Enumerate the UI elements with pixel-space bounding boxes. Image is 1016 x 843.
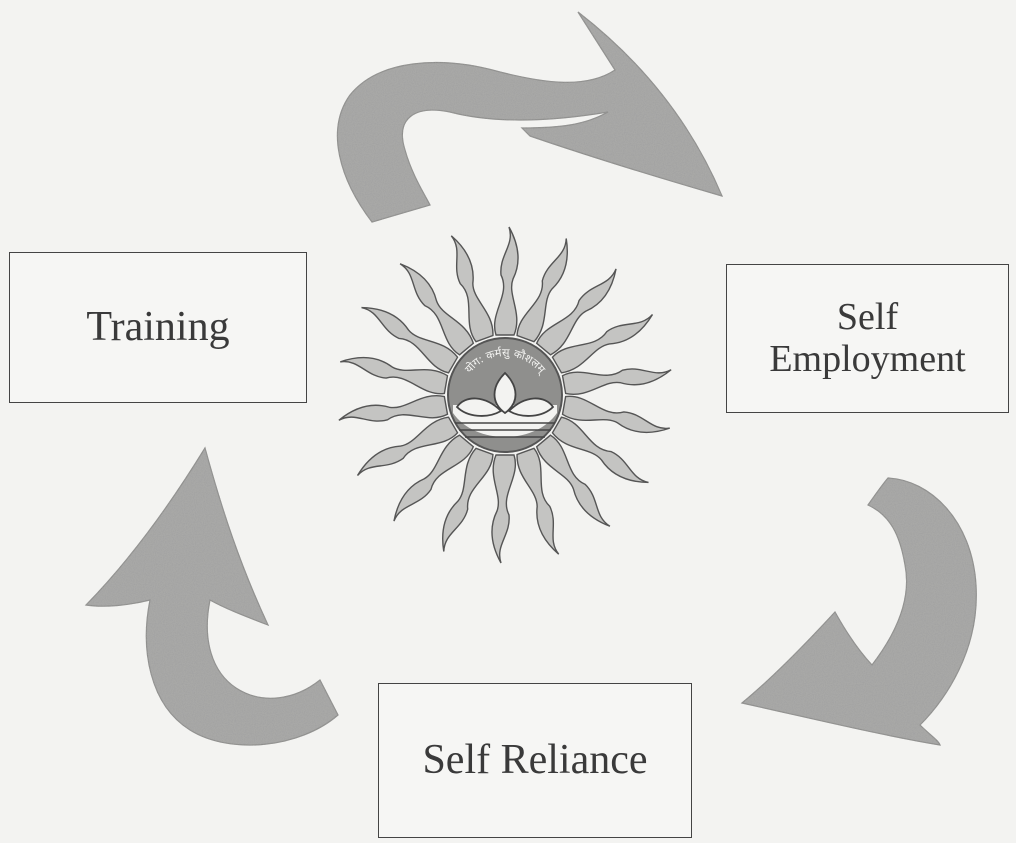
- arrow-reliance-to-training: [84, 446, 339, 746]
- sun-ray: [561, 395, 670, 433]
- sun-ray: [551, 313, 654, 374]
- sun-ray: [361, 306, 459, 374]
- sun-ray: [393, 434, 475, 522]
- sun-ray: [356, 416, 459, 477]
- sun-ray: [516, 238, 568, 343]
- sun-ray: [516, 447, 560, 555]
- self-employment-label-line-2: Employment: [769, 337, 966, 380]
- sun-ray: [493, 226, 519, 336]
- self-employment-box: Self Employment: [726, 264, 1009, 413]
- sun-ray: [535, 434, 611, 527]
- sun-ray: [340, 357, 449, 395]
- sun-ray: [551, 416, 649, 484]
- arrow-employment-to-reliance: [740, 477, 977, 746]
- training-box: Training: [9, 252, 307, 403]
- self-reliance-label: Self Reliance: [422, 736, 648, 783]
- sun-ray: [450, 235, 494, 343]
- sun-ray: [338, 394, 449, 422]
- sun-ray: [535, 268, 617, 356]
- sun-ray: [561, 368, 672, 396]
- sun-ray: [491, 454, 517, 564]
- sun-ray: [399, 263, 475, 356]
- sun-lotus-emblem-icon: योग: कर्मसु कौशलम्: [338, 226, 672, 564]
- self-employment-label-line-1: Self: [836, 296, 899, 339]
- arrow-training-to-employment: [336, 11, 724, 223]
- self-reliance-box: Self Reliance: [378, 683, 692, 838]
- training-label: Training: [86, 303, 230, 350]
- sun-ray: [442, 447, 494, 552]
